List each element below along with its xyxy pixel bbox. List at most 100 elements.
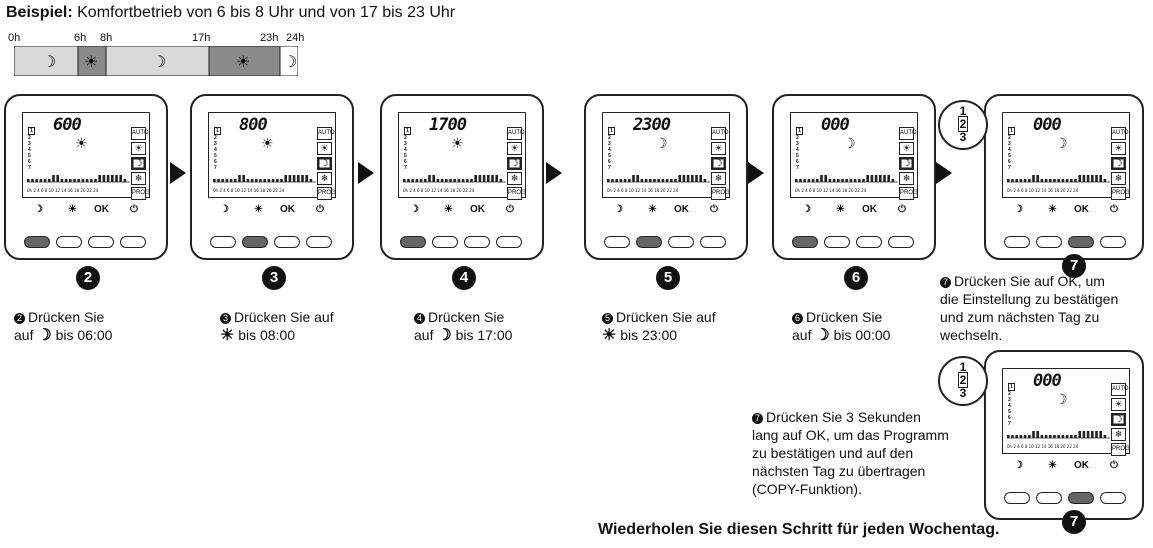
thermostat-device-step-7: 000 1 2 3 4 5 6 7 ☽ AUTO ☀ ☽ ❄ PROG 0h 2… bbox=[984, 350, 1144, 534]
caption-line: nächsten Tag zu übertragen bbox=[752, 463, 926, 479]
thermostat-device-step-3: 800 1 2 3 4 5 6 7 ☀ AUTO ☀ ☽ ❄ PROG 0h 2… bbox=[190, 94, 354, 290]
heading-bold: Beispiel: bbox=[6, 4, 73, 21]
day-7: 7 bbox=[214, 165, 217, 171]
hour-scale: 0h 2 4 6 8 10 12 14 16 18 20 22 24 bbox=[27, 188, 99, 193]
caption-line: Drücken Sie 3 Sekunden bbox=[766, 409, 921, 425]
device-button-3[interactable] bbox=[88, 236, 114, 248]
device-button-3[interactable] bbox=[274, 236, 300, 248]
arrow-icon bbox=[546, 162, 562, 184]
repeat-instruction: Wiederholen Sie diesen Schritt für jeden… bbox=[598, 521, 1000, 538]
day-3: 3 bbox=[404, 141, 407, 147]
arrow-icon bbox=[358, 162, 374, 184]
device-button-1[interactable] bbox=[24, 236, 50, 248]
day-7: 7 bbox=[1008, 165, 1011, 171]
device-button-3[interactable] bbox=[856, 236, 882, 248]
device-button-3[interactable] bbox=[668, 236, 694, 248]
lcd-screen: 000 1 2 3 4 5 6 7 ☽ AUTO ☀ ☽ ❄ PROG 0h 2… bbox=[790, 112, 918, 200]
ok-softkey-label: OK bbox=[280, 204, 295, 215]
caption-line: wechseln. bbox=[940, 327, 1003, 343]
device-button-4[interactable] bbox=[888, 236, 914, 248]
display-time: 800 bbox=[239, 115, 268, 135]
power-softkey-icon: ⏻ bbox=[130, 204, 138, 215]
snowflake-mode-icon: ❄ bbox=[317, 172, 332, 185]
device-button-1[interactable] bbox=[604, 236, 630, 248]
day-3: 3 bbox=[214, 141, 217, 147]
day-4: 4 bbox=[1008, 403, 1011, 409]
program-bar bbox=[403, 175, 506, 183]
device-button-4[interactable] bbox=[700, 236, 726, 248]
current-mode-icon: ☽ bbox=[655, 135, 668, 151]
heading-text: Komfortbetrieb von 6 bis 8 Uhr und von 1… bbox=[72, 4, 456, 21]
day-7: 7 bbox=[404, 165, 407, 171]
mode-icon: ☽ bbox=[437, 327, 452, 344]
step-number-icon: 2 bbox=[14, 313, 25, 324]
device-button-2[interactable] bbox=[636, 236, 662, 248]
prog-mode-icon: PROG bbox=[131, 187, 150, 200]
sun-softkey-icon: ☀ bbox=[648, 204, 657, 215]
device-button-3[interactable] bbox=[1068, 492, 1094, 504]
sun-mode-icon: ☀ bbox=[711, 142, 726, 155]
step-number-icon: 5 bbox=[602, 313, 613, 324]
device-button-4[interactable] bbox=[1100, 236, 1126, 248]
display-time: 000 bbox=[1033, 115, 1062, 135]
day-1: 1 bbox=[796, 127, 803, 135]
current-mode-icon: ☽ bbox=[843, 135, 856, 151]
program-bar bbox=[27, 175, 130, 183]
snowflake-mode-icon: ❄ bbox=[899, 172, 914, 185]
step-badge: 6 bbox=[844, 266, 868, 290]
day-1: 1 bbox=[608, 127, 615, 135]
device-button-1[interactable] bbox=[1004, 236, 1030, 248]
thermostat-device-step-6: 000 1 2 3 4 5 6 7 ☽ AUTO ☀ ☽ ❄ PROG 0h 2… bbox=[772, 94, 936, 290]
device-button-2[interactable] bbox=[56, 236, 82, 248]
device-button-2[interactable] bbox=[1036, 236, 1062, 248]
display-time: 600 bbox=[53, 115, 82, 135]
current-mode-icon: ☀ bbox=[451, 135, 464, 151]
sun-softkey-icon: ☀ bbox=[68, 204, 77, 215]
step-badge: 5 bbox=[656, 266, 680, 290]
hour-scale: 0h 2 4 6 8 10 12 14 16 18 20 22 24 bbox=[607, 188, 679, 193]
timeline-label-24h: 24h bbox=[286, 32, 305, 44]
day-6: 6 bbox=[1008, 415, 1011, 421]
caption-line: auf bbox=[14, 327, 34, 343]
sun-mode-icon: ☀ bbox=[317, 142, 332, 155]
device-button-1[interactable] bbox=[210, 236, 236, 248]
ok-softkey-label: OK bbox=[1074, 460, 1089, 471]
device-button-4[interactable] bbox=[1100, 492, 1126, 504]
snowflake-mode-icon: ❄ bbox=[131, 172, 146, 185]
weekday-list: 1 2 3 4 5 6 7 bbox=[214, 127, 221, 171]
auto-mode-icon: AUTO bbox=[317, 127, 335, 140]
caption-line: Drücken Sie auf bbox=[234, 309, 334, 325]
device-button-1[interactable] bbox=[1004, 492, 1030, 504]
caption-line: bis 08:00 bbox=[238, 327, 296, 343]
caption-line: (COPY-Funktion). bbox=[752, 481, 862, 497]
device-button-3[interactable] bbox=[464, 236, 490, 248]
day-3: 3 bbox=[608, 141, 611, 147]
device-button-4[interactable] bbox=[120, 236, 146, 248]
device-button-3[interactable] bbox=[1068, 236, 1094, 248]
zoom-day: 1 bbox=[959, 104, 967, 118]
device-button-4[interactable] bbox=[306, 236, 332, 248]
day-1: 1 bbox=[28, 127, 35, 135]
device-button-2[interactable] bbox=[824, 236, 850, 248]
lcd-screen: 600 1 2 3 4 5 6 7 ☀ AUTO ☀ ☽ ❄ PROG 0h 2… bbox=[22, 112, 150, 200]
power-softkey-icon: ⏻ bbox=[710, 204, 718, 215]
current-mode-icon: ☀ bbox=[261, 135, 274, 151]
device-button-2[interactable] bbox=[432, 236, 458, 248]
day-5: 5 bbox=[796, 153, 799, 159]
program-bar bbox=[1007, 431, 1110, 439]
device-button-1[interactable] bbox=[792, 236, 818, 248]
device-button-1[interactable] bbox=[400, 236, 426, 248]
step-number-icon: 6 bbox=[792, 313, 803, 324]
device-button-2[interactable] bbox=[242, 236, 268, 248]
device-button-2[interactable] bbox=[1036, 492, 1062, 504]
step-number-icon: 3 bbox=[220, 313, 231, 324]
svg-text:☽: ☽ bbox=[283, 52, 297, 71]
auto-mode-icon: AUTO bbox=[899, 127, 917, 140]
moon-softkey-icon: ☽ bbox=[802, 204, 811, 215]
moon-mode-icon: ☽ bbox=[711, 157, 726, 170]
arrow-icon bbox=[170, 162, 186, 184]
device-button-4[interactable] bbox=[496, 236, 522, 248]
